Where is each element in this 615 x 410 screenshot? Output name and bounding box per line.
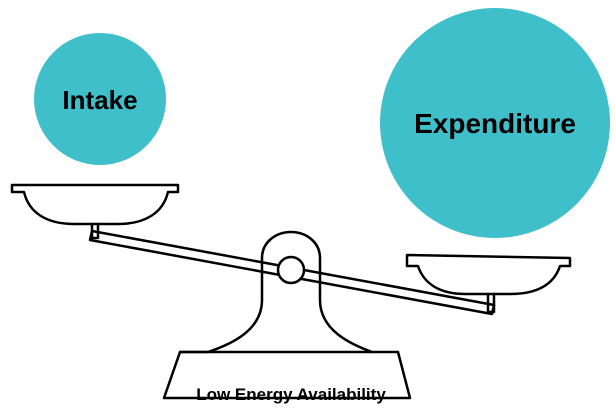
intake-bubble: Intake xyxy=(34,33,166,165)
expenditure-label: Expenditure xyxy=(414,108,576,139)
intake-label: Intake xyxy=(62,85,137,115)
left-pan xyxy=(12,185,178,224)
base-label: Low Energy Availability xyxy=(196,385,386,404)
right-pan xyxy=(407,255,570,294)
expenditure-bubble: Expenditure xyxy=(380,8,610,238)
pivot-circle xyxy=(278,257,304,283)
